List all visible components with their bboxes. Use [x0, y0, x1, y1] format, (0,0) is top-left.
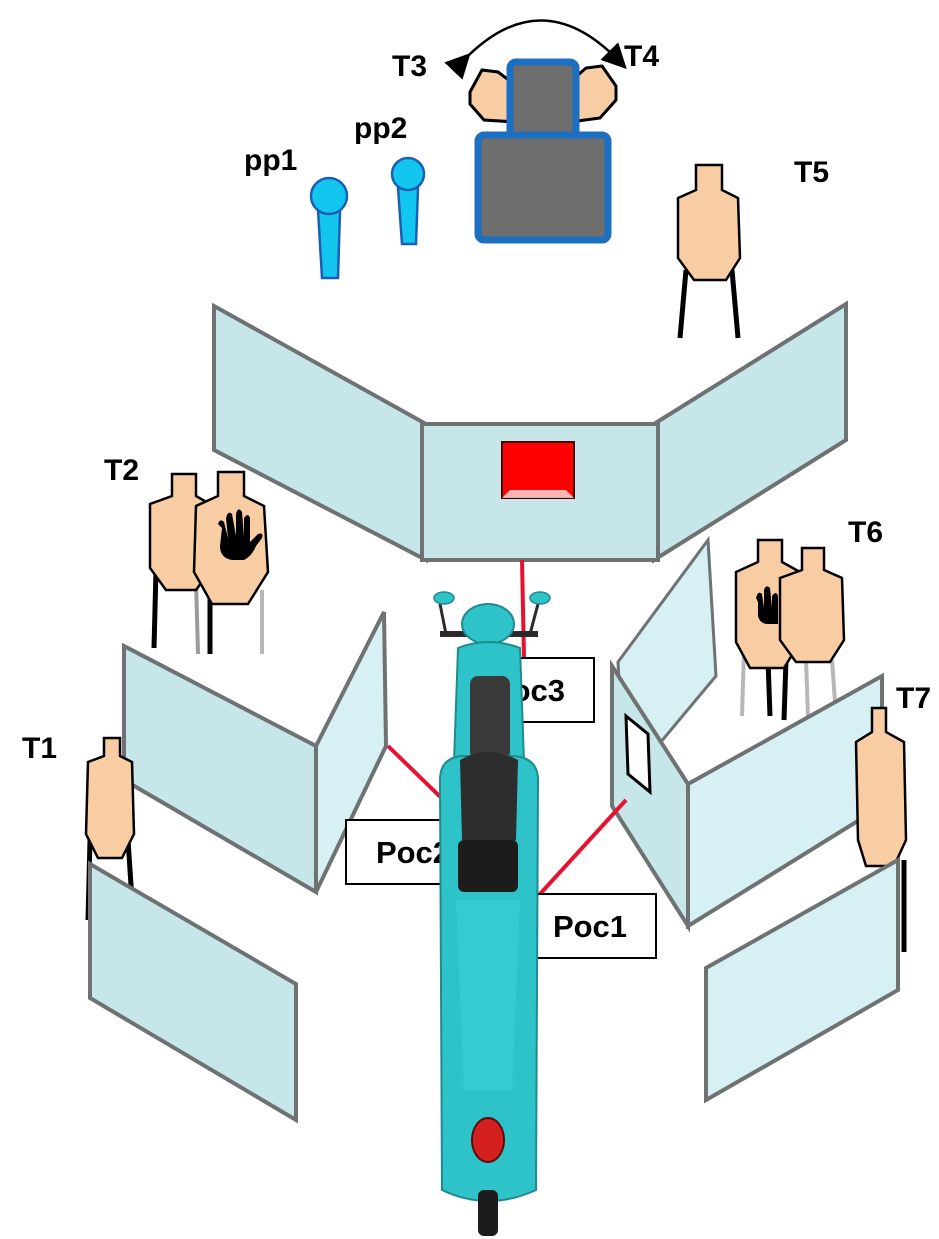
- label-t5: T5: [794, 156, 829, 189]
- poc1-box: Poc1: [523, 893, 657, 959]
- no-shoot-hand-icon: [218, 509, 263, 560]
- label-pp1: pp1: [244, 144, 297, 177]
- wall-bottom-left: [88, 860, 298, 1124]
- wall-poc2-right: [314, 611, 389, 893]
- poc1-marker-line: [538, 798, 628, 896]
- popper-pp2: [390, 156, 426, 246]
- label-t2: T2: [104, 454, 139, 487]
- swing-arrow-icon: [444, 19, 627, 80]
- wall-poc2-left: [122, 642, 318, 896]
- target-t2: [148, 470, 270, 655]
- poc2-label: Poc2: [376, 835, 450, 870]
- label-t7: T7: [896, 682, 931, 715]
- popper-pp1: [309, 176, 349, 280]
- red-plate: [501, 441, 575, 499]
- wall-bottom-right: [704, 856, 900, 1104]
- label-t6: T6: [848, 516, 883, 549]
- poc3-marker-line: [520, 559, 526, 659]
- label-pp2: pp2: [354, 112, 407, 145]
- label-t4: T4: [624, 40, 659, 73]
- poc1-label: Poc1: [553, 909, 627, 944]
- no-shoot-hand-icon-t6: [756, 586, 778, 624]
- wall-center-right: [652, 300, 848, 564]
- scooter-icon: [433, 591, 551, 1236]
- table: [474, 58, 612, 244]
- label-t3: T3: [392, 50, 427, 83]
- target-t6: [734, 538, 846, 721]
- window-port: [624, 712, 652, 796]
- target-t5: [676, 163, 742, 339]
- label-t1: T1: [22, 732, 57, 765]
